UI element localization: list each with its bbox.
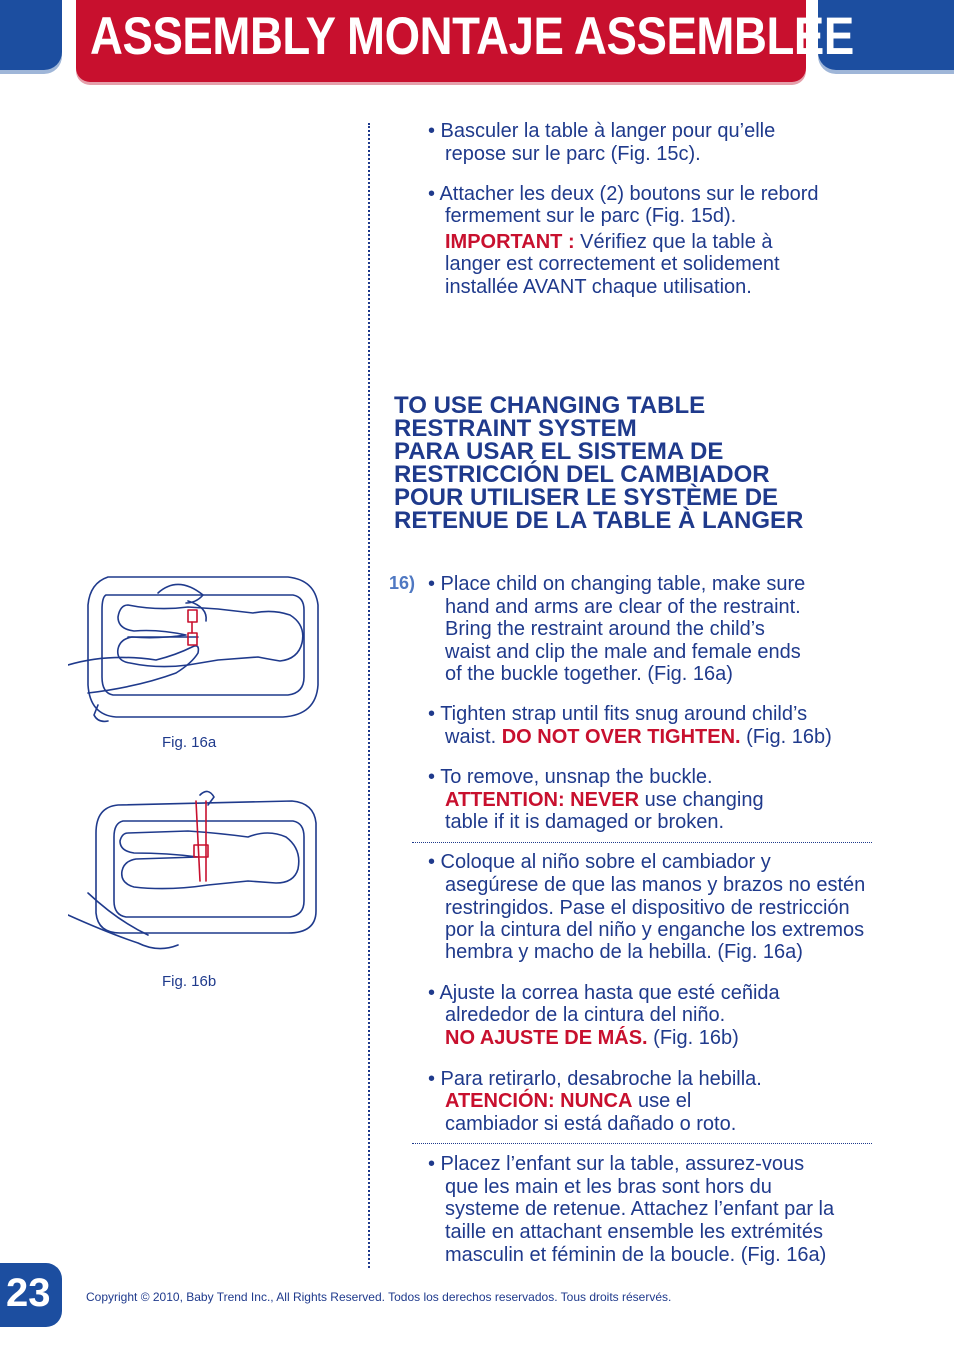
es-bullet-2-line-1: • Ajuste la correa hasta que esté ceñida <box>428 982 780 1004</box>
fr2-bullet-1-line-1: • Placez l’enfant sur la table, assurez-… <box>428 1153 805 1175</box>
heading-line-1: TO USE CHANGING TABLE <box>394 392 706 419</box>
figure-16a-illustration <box>68 576 319 723</box>
es-bullet-3-line-1: • Para retirarlo, desabroche la hebilla. <box>428 1068 762 1090</box>
fr2-bullet-1-line-5: masculin et féminin de la boucle. (Fig. … <box>445 1244 827 1266</box>
fr-important-label: IMPORTANT : <box>445 231 575 253</box>
es-bullet-2-line-3: NO AJUSTE DE MÁS. (Fig. 16b) <box>445 1027 739 1049</box>
figure-16b-illustration <box>68 790 317 950</box>
copyright-text: Copyright © 2010, Baby Trend Inc., All R… <box>86 1290 672 1304</box>
heading-line-6: RETENUE DE LA TABLE À LANGER <box>394 507 804 534</box>
es-bullet-1-line-4: por la cintura del niño y enganche los e… <box>445 919 865 941</box>
en-bullet-1-line-4: waist and clip the male and female ends <box>445 641 801 663</box>
separator-es-fr <box>412 1143 872 1144</box>
es-bullet-1-line-3: restringidos. Pase el dispositivo de res… <box>445 897 850 919</box>
en-bullet-3-line-1: • To remove, unsnap the buckle. <box>428 766 713 788</box>
en-bullet-3-line-2: ATTENTION: NEVER use changing <box>445 789 764 811</box>
header-tab-right <box>818 0 954 70</box>
fr-bullet-1-line-1: • Basculer la table à langer pour qu’ell… <box>428 120 776 142</box>
es-bullet-3-line-2: ATENCIÓN: NUNCA use el <box>445 1090 692 1112</box>
en-bullet-2-line-1: • Tighten strap until fits snug around c… <box>428 703 808 725</box>
en-bullet-1-line-2: hand and arms are clear of the restraint… <box>445 596 801 618</box>
en-attention-label: ATTENTION: NEVER <box>445 789 640 811</box>
es-atencion-label: ATENCIÓN: NUNCA <box>445 1090 633 1112</box>
figure-16b-caption: Fig. 16b <box>162 973 217 990</box>
fr-bullet-2-line-2: fermement sur le parc (Fig. 15d). <box>445 205 737 227</box>
en-bullet-3-line-3: table if it is damaged or broken. <box>445 811 725 833</box>
en-bullet-2-line-2: waist. DO NOT OVER TIGHTEN. (Fig. 16b) <box>445 726 832 748</box>
heading-line-4: RESTRICCIÓN DEL CAMBIADOR <box>394 461 770 488</box>
fr-bullet-1-line-2: repose sur le parc (Fig. 15c). <box>445 143 701 165</box>
fr-important-line-2: langer est correctement et solidement <box>445 253 780 275</box>
es-bullet-1-line-5: hembra y macho de la hebilla. (Fig. 16a) <box>445 941 803 963</box>
es-bullet-1-line-1: • Coloque al niño sobre el cambiador y <box>428 851 771 873</box>
es-warning-no-ajuste: NO AJUSTE DE MÁS. <box>445 1027 648 1049</box>
en-warning-overtighten: DO NOT OVER TIGHTEN. <box>501 726 741 748</box>
en-bullet-1-line-1: • Place child on changing table, make su… <box>428 573 806 595</box>
header-tab-left <box>0 0 62 70</box>
es-bullet-2-line-2: alrededor de la cintura del niño. <box>445 1004 726 1026</box>
section-heading: TO USE CHANGING TABLE RESTRAINT SYSTEM P… <box>394 392 804 534</box>
es-bullet-3-line-3: cambiador si está dañado o roto. <box>445 1113 737 1135</box>
figure-16a-caption: Fig. 16a <box>162 734 217 751</box>
column-divider <box>368 123 370 1268</box>
heading-line-3: PARA USAR EL SISTEMA DE <box>394 438 724 465</box>
fr-important-line-1: IMPORTANT : Vérifiez que la table à <box>445 231 773 253</box>
fr2-bullet-1-line-4: taille en attachant ensemble les extrémi… <box>445 1221 823 1243</box>
fr2-bullet-1-line-2: que les main et les bras sont hors du <box>445 1176 772 1198</box>
fr-bullet-2-line-1: • Attacher les deux (2) boutons sur le r… <box>428 183 819 205</box>
title-banner: ASSEMBLY MONTAJE ASSEMBLEE <box>76 0 854 82</box>
page-number: 23 <box>6 1271 51 1315</box>
es-bullet-1-line-2: asegúrese de que las manos y brazos no e… <box>445 874 866 896</box>
fr2-bullet-1-line-3: systeme de retenue. Attachez l’enfant pa… <box>445 1198 835 1220</box>
heading-line-5: POUR UTILISER LE SYSTÈME DE <box>394 484 779 511</box>
heading-line-2: RESTRAINT SYSTEM <box>394 415 637 442</box>
step-number: 16) <box>389 573 416 593</box>
page-title: ASSEMBLY MONTAJE ASSEMBLEE <box>90 7 854 66</box>
page-number-box: 23 <box>0 1263 62 1327</box>
fr-important-line-3: installée AVANT chaque utilisation. <box>445 276 752 298</box>
separator-en-es <box>412 842 872 843</box>
en-bullet-1-line-5: of the buckle together. (Fig. 16a) <box>445 663 733 685</box>
en-bullet-1-line-3: Bring the restraint around the child’s <box>445 618 765 640</box>
